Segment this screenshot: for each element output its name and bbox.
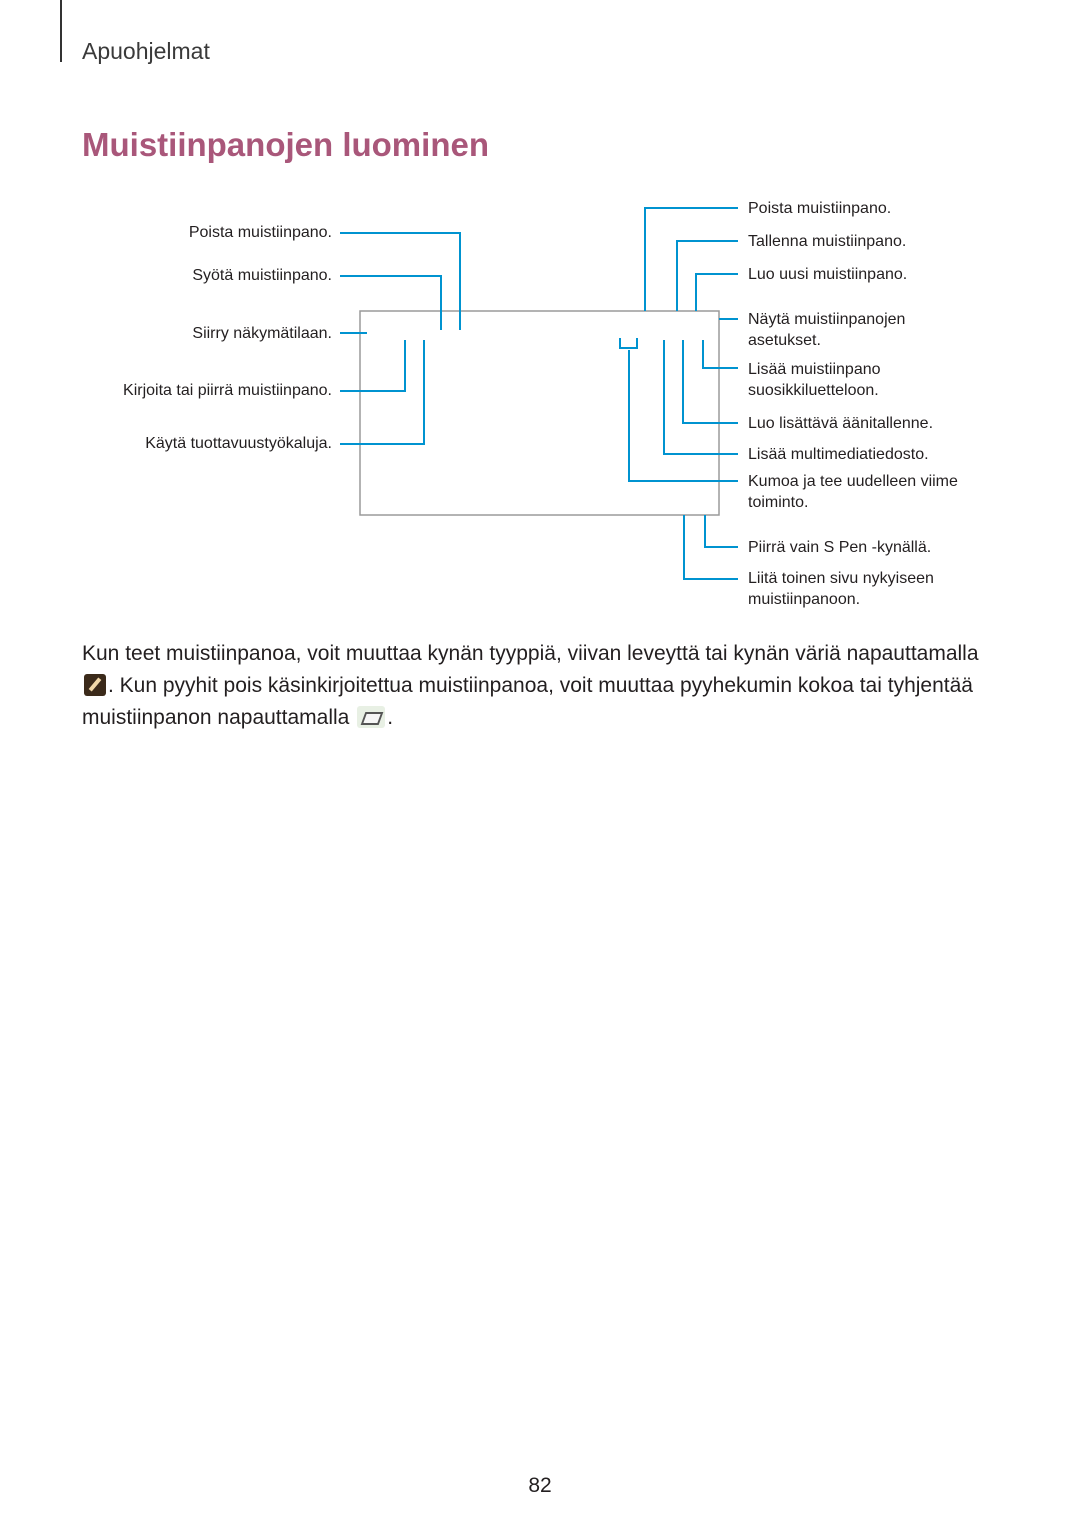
callout-view-mode: Siirry näkymätilaan. (192, 325, 332, 342)
callout-line: toiminto. (748, 494, 809, 511)
callout-attach-page: Liitä toinen sivu nykyiseen muistiinpano… (748, 568, 934, 610)
page-title: Muistiinpanojen luominen (82, 126, 489, 163)
callout-undo-redo: Kumoa ja tee uudelleen viime toiminto. (748, 471, 958, 513)
callout-line: suosikkiluetteloon. (748, 382, 879, 399)
callout-line: Lisää muistiinpano (748, 361, 881, 378)
callout-multimedia: Lisää multimediatiedosto. (748, 446, 929, 463)
callout-lines (340, 207, 738, 580)
eraser-icon (357, 706, 386, 728)
pen-settings-icon (84, 674, 106, 696)
callout-line: Kumoa ja tee uudelleen viime (748, 473, 958, 490)
leader-lines (340, 207, 738, 580)
callout-voice-recording: Luo lisättävä äänitallenne. (748, 415, 934, 432)
callout-line: muistiinpanoon. (748, 591, 861, 608)
body-text-part: . Kun pyyhit pois käsinkirjoitettua muis… (82, 674, 973, 729)
callout-delete-note-left: Poista muistiinpano. (188, 224, 332, 241)
callout-delete-note-right: Poista muistiinpano. (748, 200, 892, 217)
callout-line: Näytä muistiinpanojen (748, 311, 906, 328)
callout-note-settings: Näytä muistiinpanojen asetukset. (748, 309, 905, 351)
callout-enter-note: Syötä muistiinpano. (192, 267, 332, 284)
body-paragraph: Kun teet muistiinpanoa, voit muuttaa kyn… (82, 638, 982, 734)
body-text-part: . (387, 706, 394, 729)
callout-save-note: Tallenna muistiinpano. (748, 233, 907, 250)
callout-write-draw: Kirjoita tai piirrä muistiinpano. (123, 382, 332, 399)
body-text-part: Kun teet muistiinpanoa, voit muuttaa kyn… (82, 642, 979, 665)
page-number: 82 (528, 1474, 552, 1497)
callout-line: Liitä toinen sivu nykyiseen (748, 570, 934, 587)
callout-line: asetukset. (748, 332, 821, 349)
callout-productivity-tools: Käytä tuottavuustyökaluja. (145, 435, 332, 452)
annotated-diagram: Poista muistiinpano. Syötä muistiinpano.… (0, 190, 1080, 620)
screen-frame (359, 310, 720, 516)
callout-add-favorites: Lisää muistiinpano suosikkiluetteloon. (748, 359, 881, 401)
section-label: Apuohjelmat (82, 38, 210, 64)
section-rule (60, 0, 62, 62)
callout-new-note: Luo uusi muistiinpano. (748, 266, 908, 283)
callout-spen-only: Piirrä vain S Pen -kynällä. (748, 539, 932, 556)
